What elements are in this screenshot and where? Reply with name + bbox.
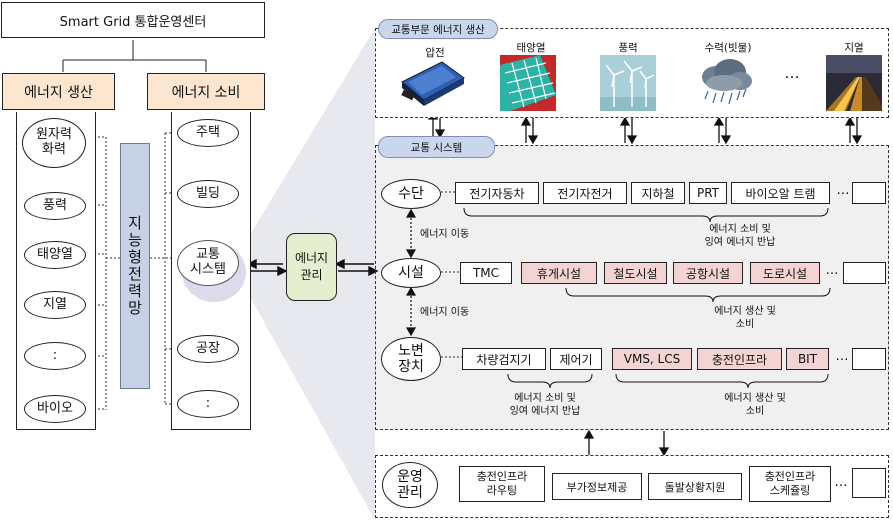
consumption-item-house: 주택 [177,119,239,147]
transport-system-panel [375,145,889,430]
source-label-hydro: 수력(빗물) [704,42,752,54]
facility-ellipsis: … [825,263,839,278]
production-header-text: 에너지 생산 [24,84,93,101]
energy-production-header: 에너지 생산 [2,73,115,110]
production-panel-label-text: 교통부문 에너지 생산 [391,23,485,36]
consumption-item-transport-system[interactable]: 교통 시스템 [177,240,239,286]
energy-management-box: 에너지 관리 [286,233,337,301]
production-item-more: : [24,342,86,370]
geothermal-road-icon [826,55,882,111]
means-item-empty [852,182,886,204]
roadside-item-vms: VMS, LCS [612,348,692,370]
production-item-wind: 풍력 [24,192,86,220]
smart-grid-column: 지능형전력망 [120,143,150,389]
smart-grid-column-text: 지능형전력망 [125,215,144,317]
roadside-item-charging: 충전인프라 [697,348,782,370]
roadside-note-left: 에너지 소비 및 잉여 에너지 반납 [509,393,581,417]
roadside-item-bit: BIT [786,348,829,370]
ops-item-empty [852,468,886,498]
ops-ellipsis: … [834,475,848,490]
piezo-device-icon [401,61,465,106]
roadside-item-empty [852,348,886,370]
roadside-note-right: 에너지 생산 및 소비 [724,393,786,417]
energy-move-label-2: 에너지 이동 [420,307,470,318]
transport-energy-production-label: 교통부문 에너지 생산 [378,19,498,39]
facility-item-road: 도로시설 [750,262,820,284]
source-label-geothermal: 지열 [844,42,864,54]
energy-move-label-1: 에너지 이동 [420,229,470,240]
facility-item-rail: 철도시설 [604,262,667,284]
production-item-bio: 바이오 [24,395,86,423]
ops-item-scheduling: 충전인프라 스케쥴링 [749,466,831,502]
facility-item-tmc: TMC [460,262,512,284]
production-item-geothermal: 지열 [24,291,86,319]
row-title-facility: 시설 [381,258,441,288]
source-label-solar: 태양열 [516,42,546,54]
smart-grid-center-title: Smart Grid 통합운영센터 [1,2,265,38]
means-item-prt: PRT [689,182,727,204]
means-item-ebike: 전기자전거 [543,182,627,204]
source-label-wind: 풍력 [618,42,638,54]
consumption-item-building: 빌딩 [177,180,239,208]
facility-note: 에너지 생산 및 소비 [714,306,776,330]
solar-panel-icon [500,55,556,111]
transport-system-label: 교통 시스템 [378,136,495,158]
transport-system-label-text: 교통 시스템 [410,141,463,154]
ops-item-incident: 돌발상황지원 [648,473,742,500]
row-title-means: 수단 [381,179,441,209]
facility-item-airport: 공항시설 [673,262,743,284]
consumption-header-text: 에너지 소비 [171,84,241,101]
ops-item-routing: 충전인프라 라우팅 [459,466,545,502]
energy-management-text: 에너지 관리 [294,251,329,282]
center-title-text: Smart Grid 통합운영센터 [59,14,207,30]
wind-turbine-icon [600,55,656,111]
production-item-nuclear: 원자력 화력 [22,118,86,168]
consumption-item-factory: 공장 [177,335,239,363]
production-item-solar: 태양열 [24,241,86,269]
facility-item-empty [843,262,886,284]
row-title-roadside: 노변 장치 [381,337,441,381]
means-ellipsis: … [836,183,850,198]
rain-cloud-icon [702,59,752,105]
means-item-subway: 지하철 [631,182,685,204]
means-item-biotram: 바이오알 트램 [731,182,830,204]
roadside-item-controller: 제어기 [550,348,602,370]
source-ellipsis: … [784,64,800,82]
roadside-item-detector: 차량검지기 [462,348,546,370]
facility-item-rest: 휴게시설 [521,262,597,284]
means-note: 에너지 소비 및 잉여 에너지 반납 [704,224,776,248]
ops-item-extra-info: 부가정보제공 [552,473,642,500]
operations-title: 운영 관리 [382,462,438,508]
energy-consumption-header: 에너지 소비 [147,73,265,110]
roadside-ellipsis: … [835,349,849,364]
consumption-item-more: : [177,390,239,418]
source-label-piezo: 압전 [425,47,445,59]
means-item-ev: 전기자동차 [455,182,539,204]
